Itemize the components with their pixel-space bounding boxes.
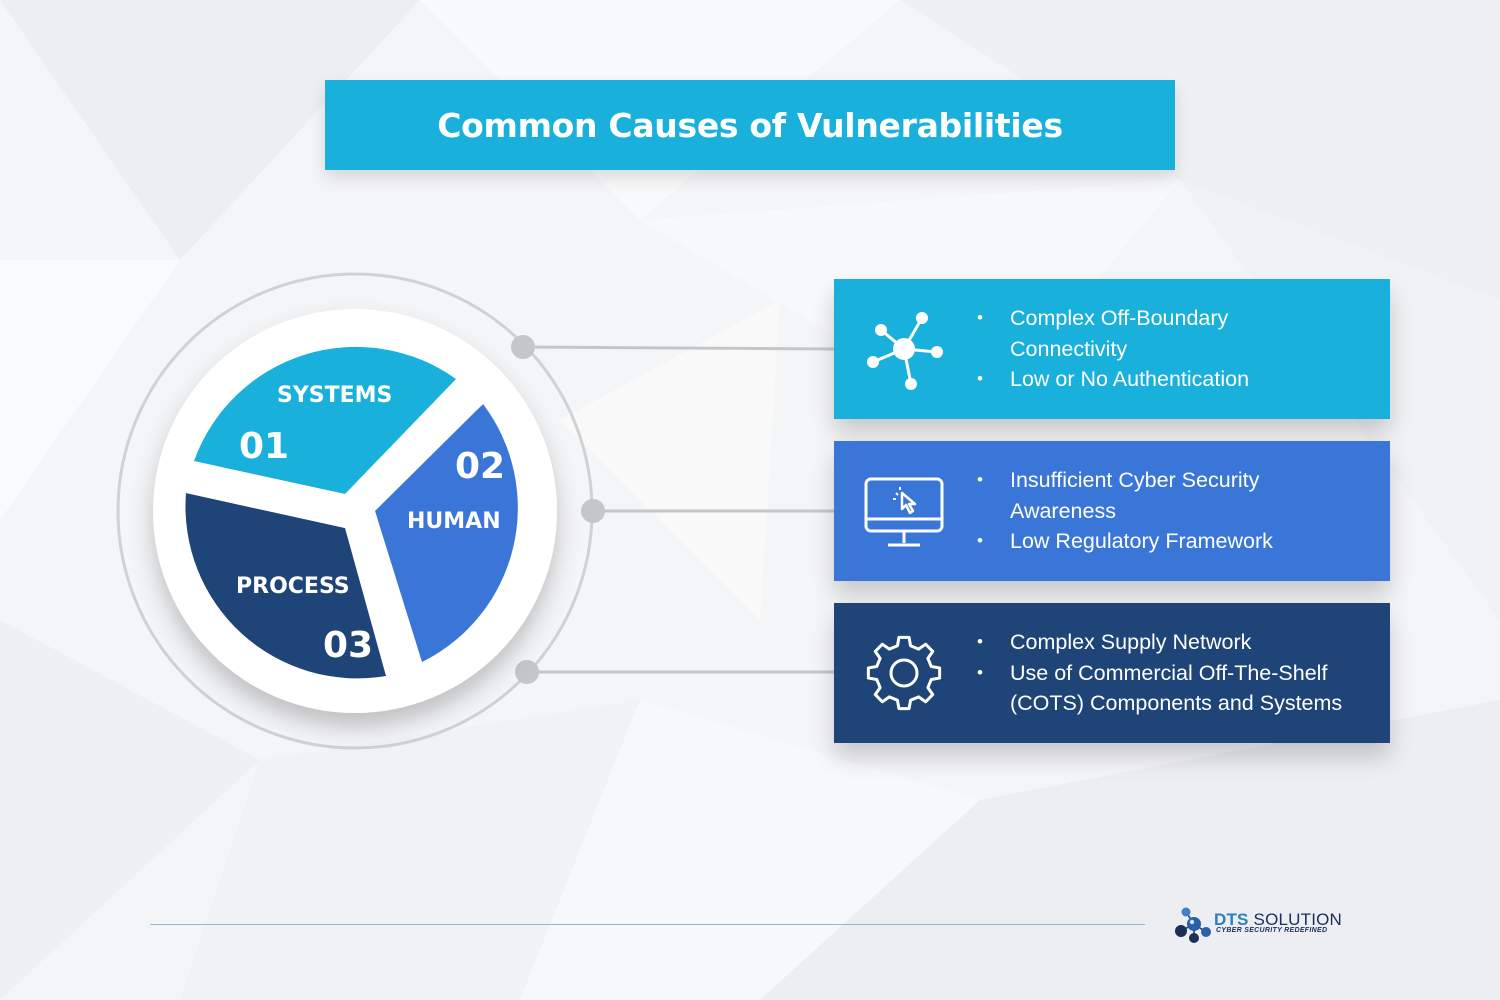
monitor-cursor-icon [864,477,944,547]
card-1-list: Complex Off-Boundary Connectivity Low or… [974,303,1374,395]
cause-card-process: Complex Supply Network Use of Commercial… [834,603,1390,743]
logo-name-rest: SOLUTION [1248,910,1343,929]
segment-gap-3 [186,462,345,528]
connector-dot-2 [581,499,605,523]
segment-human [375,404,518,662]
company-logo: DTS SOLUTION CYBER SECURITY REDEFINED [1172,904,1362,944]
card-2-item-1: Insufficient Cyber Security [974,465,1374,496]
segment-number-03: 03 [323,625,373,666]
card-3-item-2: Use of Commercial Off-The-Shelf [974,658,1374,689]
connector-dot-3 [515,660,539,684]
logo-tagline: CYBER SECURITY REDEFINED [1216,927,1328,934]
card-3-item-1: Complex Supply Network [974,627,1374,658]
card-2-list: Insufficient Cyber Security Awareness Lo… [974,465,1374,557]
title-banner: Common Causes of Vulnerabilities [325,80,1175,170]
connector-line-1 [522,345,837,351]
network-nodes-icon [867,312,943,390]
logo-name-accent: DTS [1214,910,1249,929]
segment-systems [194,346,456,494]
segment-label-process: PROCESS [236,574,350,599]
footer-divider [150,924,1145,925]
segment-process [185,493,386,679]
card-1-item-2: Low or No Authentication [974,364,1374,395]
segment-label-systems: SYSTEMS [277,383,392,408]
cause-card-systems: Complex Off-Boundary Connectivity Low or… [834,279,1390,419]
page-title: Common Causes of Vulnerabilities [437,105,1063,145]
segment-label-human: HUMAN [407,509,501,534]
card-2-item-1-cont: Awareness [1010,498,1116,523]
segment-number-02: 02 [455,446,505,487]
segment-gap-2 [348,511,420,676]
gear-icon [866,635,942,711]
molecule-logo-icon [1175,907,1211,943]
connector-dot-1 [511,335,535,359]
card-1-item-1: Complex Off-Boundary [974,303,1374,334]
cause-card-human: Insufficient Cyber Security Awareness Lo… [834,441,1390,581]
card-3-list: Complex Supply Network Use of Commercial… [974,627,1374,719]
card-1-item-1-cont: Connectivity [1010,336,1128,361]
card-3-item-2-cont: (COTS) Components and Systems [1010,691,1343,715]
segment-gap-1 [345,382,490,508]
logo-name: DTS SOLUTION [1214,910,1342,930]
segment-number-01: 01 [239,426,289,467]
card-2-item-2: Low Regulatory Framework [974,526,1374,557]
